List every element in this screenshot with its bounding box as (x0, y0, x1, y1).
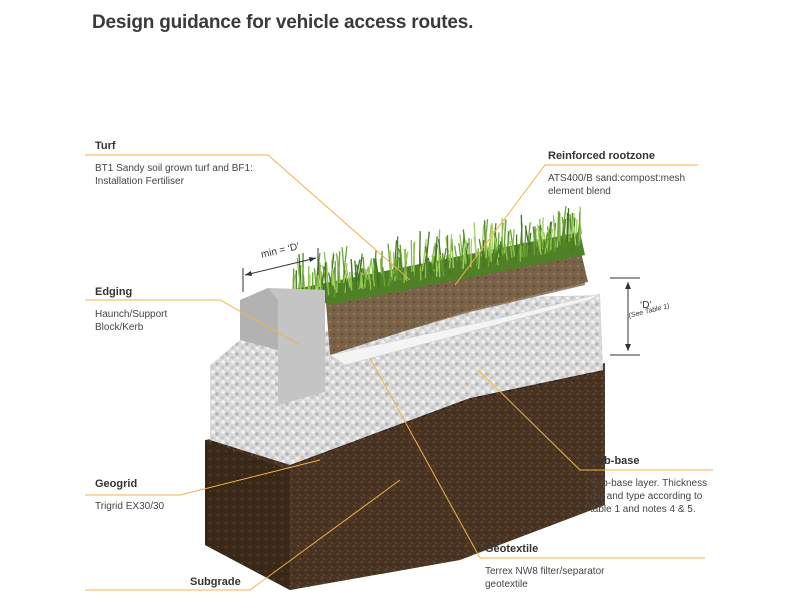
geotextile-leader (369, 357, 705, 559)
leader-lines (85, 154, 713, 591)
geogrid-heading: Geogrid (95, 478, 138, 490)
rootzone-description: ATS400/B sand:compost:mesh element blend (548, 173, 686, 197)
subbase-description: Sub-base layer. Thickness (D) and type a… (590, 478, 708, 515)
rootzone-leader (454, 164, 698, 286)
edging-heading: Edging (95, 286, 133, 298)
geotextile-description: Terrex NW8 filter/separator geotextile (485, 566, 605, 590)
min-d-dimension (242, 248, 319, 292)
edging-leader (85, 299, 301, 346)
d-label: ‘D’ (640, 300, 652, 311)
turf-leader (85, 154, 411, 281)
edging-kerb (210, 288, 325, 430)
geotextile-label: Geotextile Terrex NW8 filter/separator g… (485, 543, 604, 591)
geogrid-label: Geogrid Trigrid EX30/30 (95, 478, 164, 513)
edging-description: Haunch/Support Block/Kerb (95, 309, 168, 333)
turf-description: BT1 Sandy soil grown turf and BF1: Insta… (95, 163, 253, 187)
subgrade-layer (205, 363, 605, 590)
rootzone-label: Reinforced rootzone ATS400/B sand:compos… (548, 150, 685, 198)
turf-heading: Turf (95, 140, 116, 152)
turf-label: Turf BT1 Sandy soil grown turf and BF1: … (95, 140, 253, 188)
subgrade-heading: Subgrade (190, 576, 241, 588)
subbase-label: Sub-base Sub-base layer. Thickness (D) a… (590, 455, 707, 516)
geogrid-description: Trigrid EX30/30 (95, 501, 165, 512)
rootzone-heading: Reinforced rootzone (548, 150, 655, 162)
geotextile-heading: Geotextile (485, 543, 539, 555)
geotextile-layer (329, 293, 601, 366)
subbase-leader (477, 369, 713, 471)
turf-layer (290, 205, 585, 305)
rootzone-layer (325, 248, 588, 355)
d-dimension (610, 277, 640, 356)
edging-label: Edging Haunch/Support Block/Kerb (95, 286, 167, 334)
geogrid-leader (85, 459, 321, 496)
subbase-heading: Sub-base (590, 455, 640, 467)
subgrade-label: Subgrade (190, 576, 241, 594)
page-title: Design guidance for vehicle access route… (92, 12, 474, 33)
subgrade-leader (85, 479, 401, 591)
